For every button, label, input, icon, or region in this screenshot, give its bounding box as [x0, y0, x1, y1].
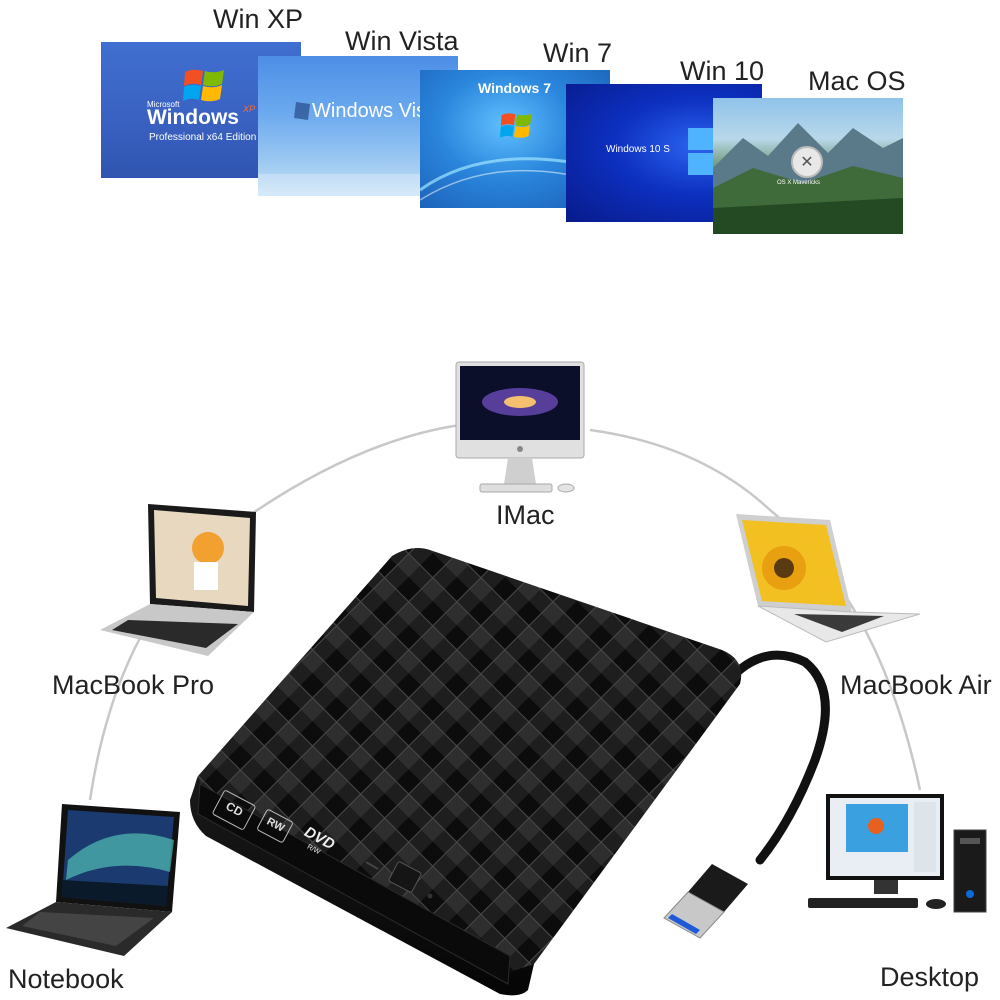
win7-title-text: Windows 7 — [478, 80, 551, 96]
vista-orb-icon — [294, 102, 310, 120]
vista-taskbar — [258, 174, 458, 196]
imac-label: IMac — [496, 500, 555, 530]
windows-flag-icon — [183, 69, 224, 102]
macbook-air-label: MacBook Air — [840, 670, 992, 700]
drive-led — [427, 893, 433, 899]
os-label-mac-os: Mac OS — [808, 66, 906, 96]
imac-icon — [455, 361, 585, 493]
macbook-air-device — [734, 510, 924, 650]
os-label-win-vista: Win Vista — [345, 26, 459, 56]
os-screen-mac-os: ✕ OS X Mavericks — [713, 98, 903, 234]
macbook-air-icon — [736, 514, 921, 643]
usb-plug — [663, 864, 748, 939]
vista-title-text: Windows Vista — [312, 100, 443, 122]
mountain-landscape — [713, 123, 903, 234]
xp-xp-text: XP — [243, 104, 256, 114]
notebook-label: Notebook — [8, 964, 124, 994]
xp-windows-text: Windows — [147, 106, 239, 129]
macbook-pro-device — [98, 500, 258, 660]
rw-logo-text: RW — [264, 815, 287, 835]
os-label-win-xp: Win XP — [213, 4, 304, 34]
macbook-pro-icon — [100, 504, 256, 656]
drive-top-surface — [194, 548, 742, 975]
os-label-win-7: Win 7 — [543, 38, 613, 68]
mac-os-caption: OS X Mavericks — [777, 180, 821, 186]
emergency-eject-hole — [365, 861, 379, 870]
desktop-device — [804, 790, 994, 920]
xp-microsoft-text: Microsoft — [147, 100, 180, 109]
notebook-device — [4, 800, 194, 960]
windows-flag-icon — [500, 113, 532, 138]
os-label-win-10: Win 10 — [680, 56, 765, 86]
desktop-icon — [808, 794, 987, 913]
drive-front-panel — [197, 783, 511, 985]
mac-os-x-logo: ✕ — [791, 146, 823, 178]
desktop-label: Desktop — [880, 962, 980, 992]
notebook-icon — [6, 804, 180, 956]
xp-edition-text: Professional x64 Edition — [149, 132, 257, 143]
win10-title-text: Windows 10 S — [606, 144, 670, 155]
imac-device — [450, 360, 590, 500]
macbook-pro-label: MacBook Pro — [52, 670, 215, 700]
cd-logo-text: CD — [223, 798, 246, 820]
eject-button[interactable] — [388, 861, 422, 893]
os-strip: Win XP Win Vista Win 7 Win 10 Mac OS Mic… — [0, 0, 1000, 260]
usb-cable — [717, 650, 830, 865]
